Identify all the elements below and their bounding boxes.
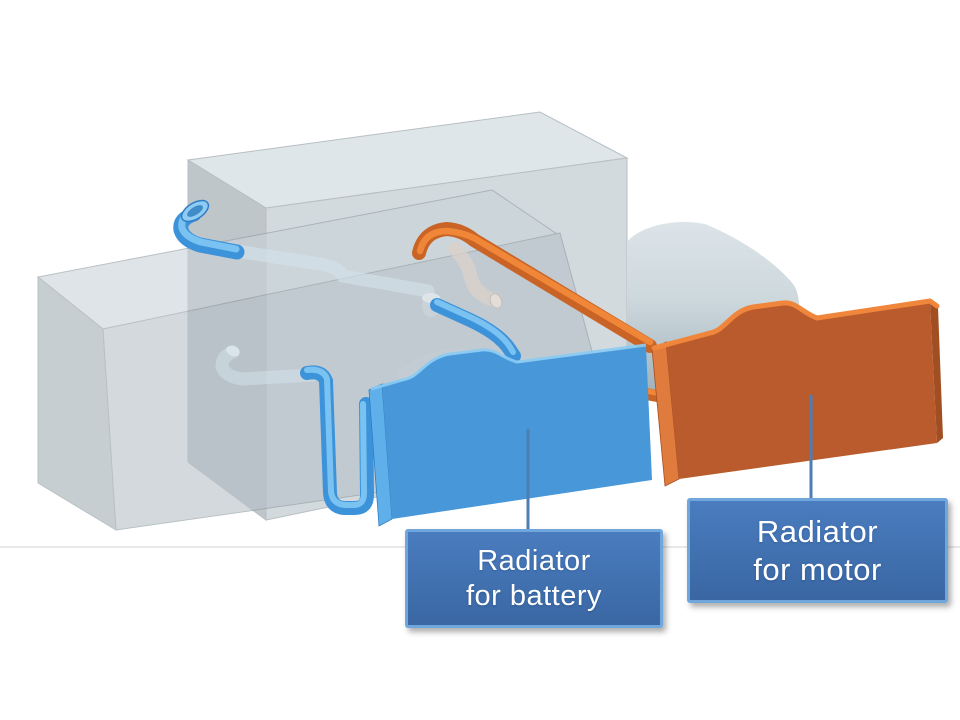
coolant-pipe-u-loop — [300, 365, 375, 515]
motor-radiator-top-rim — [651, 298, 940, 351]
battery-radiator-front-face — [382, 346, 652, 519]
callout-motor-line1: Radiator — [756, 514, 879, 550]
motor-radiator-right-edge — [930, 302, 943, 443]
coolant-pipe-battery-inlet — [173, 199, 245, 260]
internal-tube-end-cap — [489, 293, 503, 309]
internal-pipe-upper — [229, 244, 435, 298]
pipe-open-end-bore — [187, 205, 203, 217]
radiator-for-battery-panel — [368, 343, 652, 527]
callout-radiator-for-battery: Radiator for battery — [405, 529, 663, 628]
coolant-pipe-motor-upper — [412, 221, 657, 353]
internal-coolant-pipes — [215, 242, 503, 386]
internal-pipe-open-end — [226, 345, 240, 357]
coolant-pipe-to-battery-radiator — [430, 298, 521, 363]
internal-tube-elbow — [448, 242, 501, 307]
battery-radiator-top-rim — [370, 343, 647, 391]
internal-pipe-lower — [215, 345, 319, 386]
callout-battery-line1: Radiator — [477, 544, 591, 577]
callout-radiator-for-motor: Radiator for motor — [687, 498, 948, 603]
radiator-for-motor-panel — [651, 298, 943, 487]
callout-battery-line2: for battery — [465, 579, 603, 612]
motor-radiator-front-face — [666, 302, 937, 479]
callout-motor-line2: for motor — [753, 551, 882, 587]
